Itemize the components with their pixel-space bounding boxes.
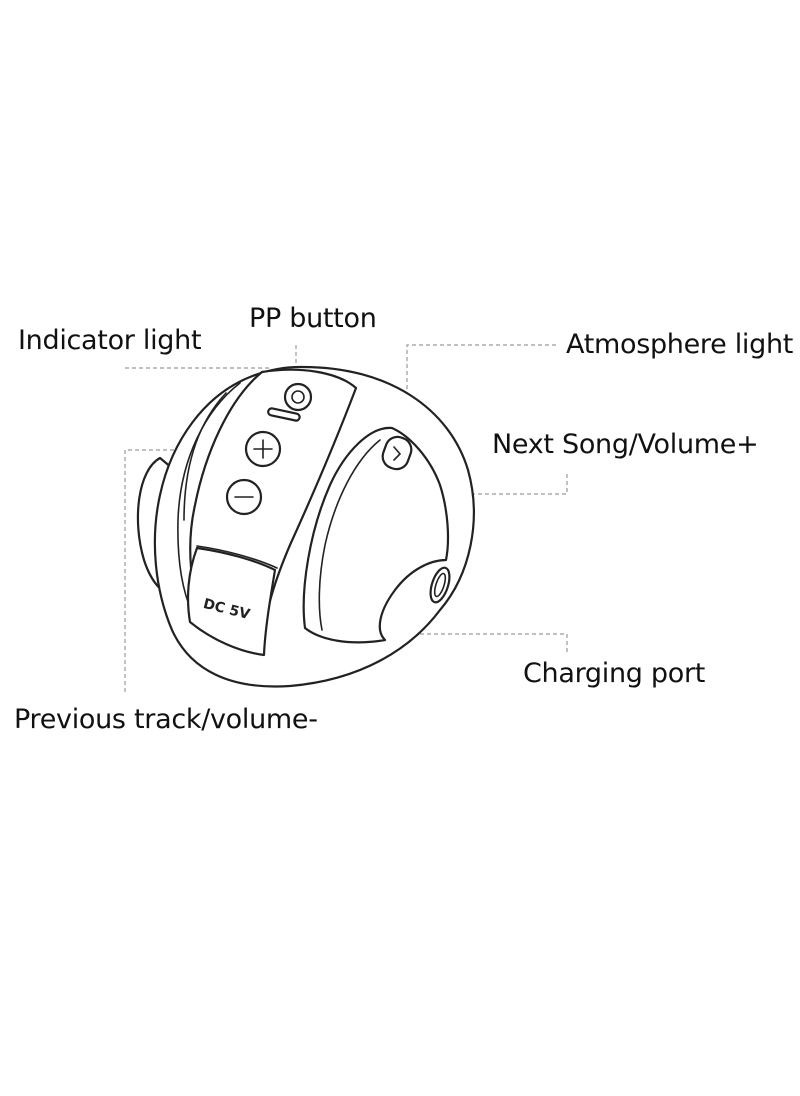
charging-port-inner (433, 572, 447, 598)
panel-divider (196, 545, 278, 569)
pp-button-label: PP button (249, 303, 377, 334)
previous-track-label: Previous track/volume- (14, 704, 318, 735)
speaker-body: DC 5V (136, 365, 475, 688)
left-rib-inner (183, 392, 227, 521)
pp-button-ring (291, 390, 305, 404)
charging-port-leader (323, 633, 568, 652)
chevron-right-icon (393, 446, 402, 461)
indicator-light (267, 407, 301, 422)
bottom-port-panel (186, 546, 277, 657)
right-band-inner (318, 439, 381, 631)
left-rib (177, 382, 241, 613)
indicator-light-label: Indicator light (18, 325, 202, 356)
charging-port-label: Charging port (523, 658, 706, 689)
atmosphere-light-label: Atmosphere light (566, 329, 794, 360)
next-song-label: Next Song/Volume+ (492, 429, 759, 460)
atmosphere-light-leader (406, 344, 556, 398)
next-song-leader (455, 474, 568, 495)
right-band (302, 426, 450, 644)
pp-button[interactable] (283, 382, 313, 412)
next-song-button[interactable] (379, 434, 414, 473)
controls[interactable] (225, 382, 415, 516)
plus-icon (253, 439, 273, 459)
